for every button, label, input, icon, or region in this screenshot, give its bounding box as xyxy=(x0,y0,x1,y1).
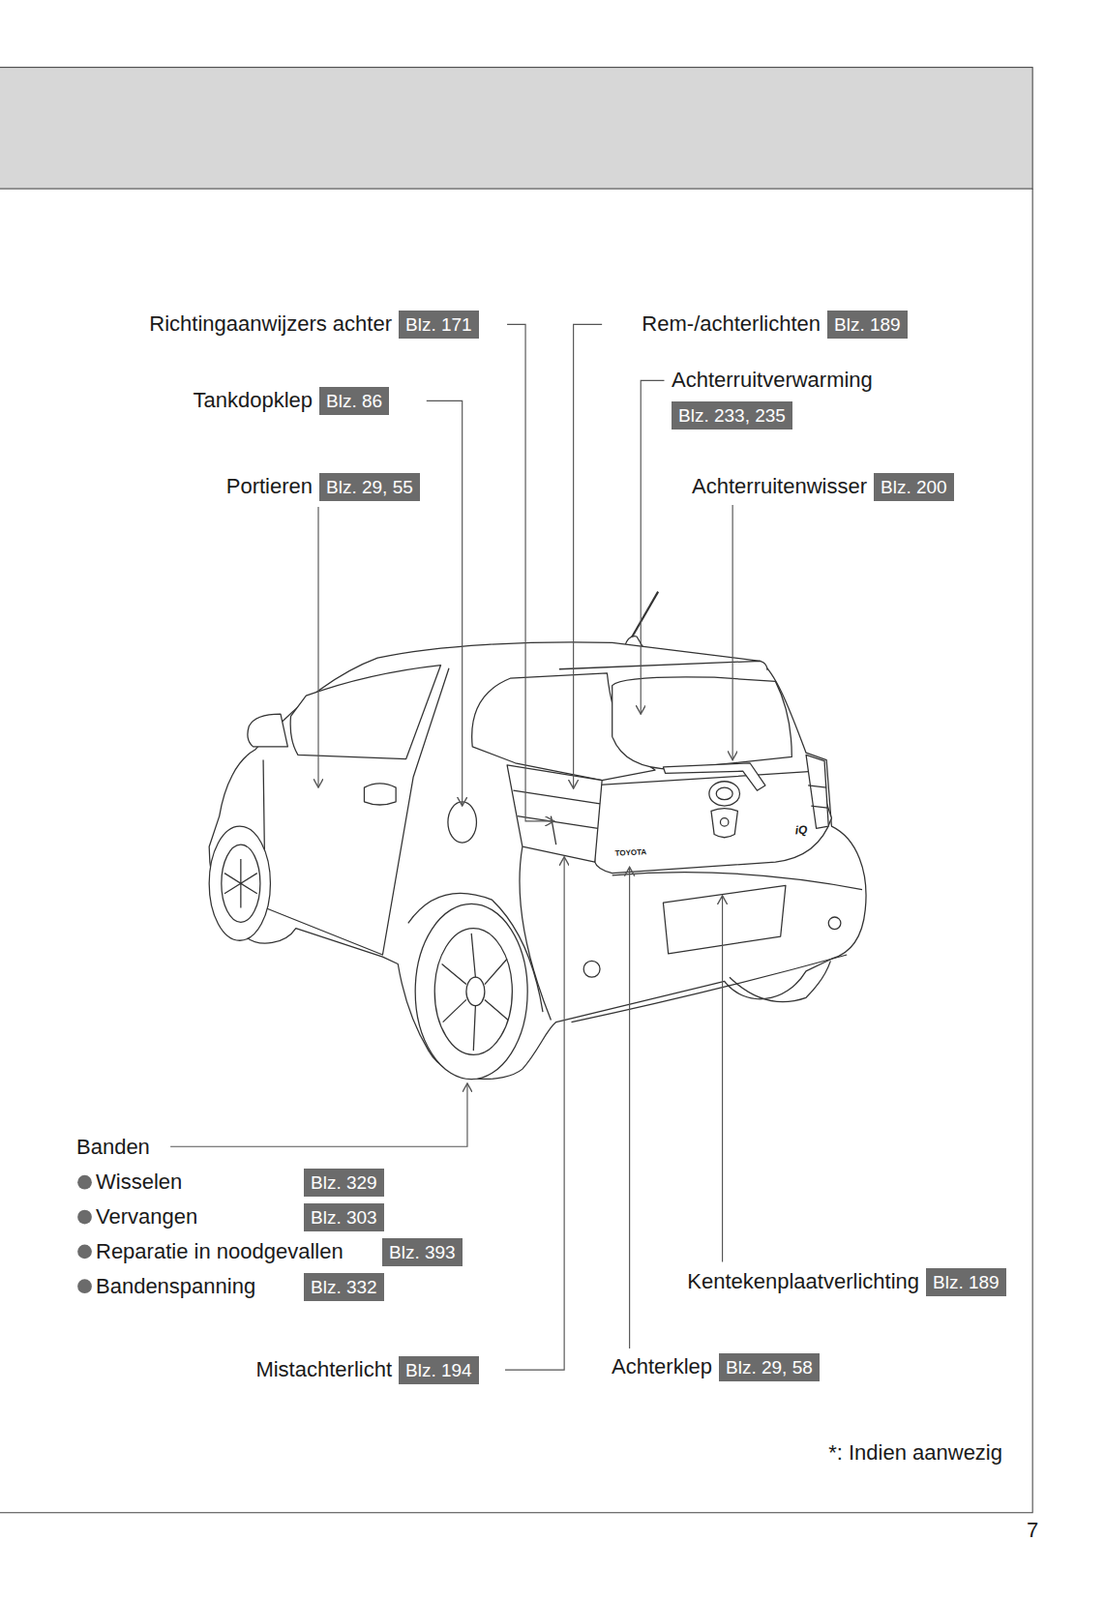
page-reference: Blz. 303 xyxy=(310,1207,378,1228)
page-reference: Blz. 393 xyxy=(388,1242,456,1263)
page-reference: Blz. 329 xyxy=(310,1172,378,1194)
part-name: Achterruitverwarming xyxy=(671,367,873,393)
part-name: Banden xyxy=(76,1134,150,1161)
page-reference-tag: Blz. 329 xyxy=(303,1168,385,1197)
page-reference: Blz. 189 xyxy=(834,314,901,335)
leader-lines xyxy=(170,324,733,1371)
page-reference: Blz. 194 xyxy=(405,1360,473,1381)
page-reference: Blz. 171 xyxy=(405,314,473,335)
page-reference-tag: Blz. 194 xyxy=(398,1356,479,1385)
page-reference-tag: Blz. 29, 58 xyxy=(718,1353,820,1382)
part-name: Tankdopklep xyxy=(192,388,313,414)
part-name: Mistachterlicht xyxy=(255,1357,392,1383)
part-name: Vervangen xyxy=(95,1204,198,1230)
part-name: Wisselen xyxy=(95,1169,182,1195)
page-number: 7 xyxy=(1026,1518,1039,1544)
page-reference-tag: Blz. 29, 55 xyxy=(319,473,420,502)
footnote: *: Indien aanwezig xyxy=(828,1440,1003,1466)
page-reference-tag: Blz. 332 xyxy=(303,1273,385,1302)
part-name: Rem-/achterlichten xyxy=(641,311,821,337)
part-name: Reparatie in noodgevallen xyxy=(95,1239,344,1265)
page-reference: Blz. 332 xyxy=(310,1277,378,1298)
badge-text: iQ xyxy=(794,823,808,838)
page-reference-tag: Blz. 200 xyxy=(873,473,955,502)
page-frame xyxy=(0,188,1033,1514)
part-name: Richtingaanwijzers achter xyxy=(149,311,392,337)
page-reference-tag: Blz. 393 xyxy=(382,1238,463,1267)
header-band xyxy=(0,67,1033,189)
page-reference: Blz. 233, 235 xyxy=(678,405,786,426)
part-name: Bandenspanning xyxy=(95,1274,256,1300)
page-reference-tag: Blz. 303 xyxy=(303,1203,385,1232)
page-reference-tag: Blz. 86 xyxy=(319,387,389,416)
page-reference-tag: Blz. 189 xyxy=(925,1268,1007,1297)
part-name: Portieren xyxy=(226,474,313,500)
page-reference: Blz. 86 xyxy=(326,390,383,412)
part-name: Achterruitenwisser xyxy=(691,474,867,500)
page-reference: Blz. 29, 55 xyxy=(326,477,414,498)
badge-text: TOYOTA xyxy=(614,847,647,860)
page-reference-tag: Blz. 189 xyxy=(827,310,908,339)
bullet-dots xyxy=(77,1175,92,1294)
page-reference-tag: Blz. 171 xyxy=(398,310,479,339)
page-reference: Blz. 29, 58 xyxy=(725,1357,813,1378)
page-reference: Blz. 200 xyxy=(880,477,948,498)
part-name: Achterklep xyxy=(611,1354,713,1380)
part-name: Kentekenplaatverlichting xyxy=(686,1269,920,1295)
page-reference-tag: Blz. 233, 235 xyxy=(671,401,793,430)
car-drawing xyxy=(209,592,867,1080)
page-reference: Blz. 189 xyxy=(932,1272,1000,1293)
